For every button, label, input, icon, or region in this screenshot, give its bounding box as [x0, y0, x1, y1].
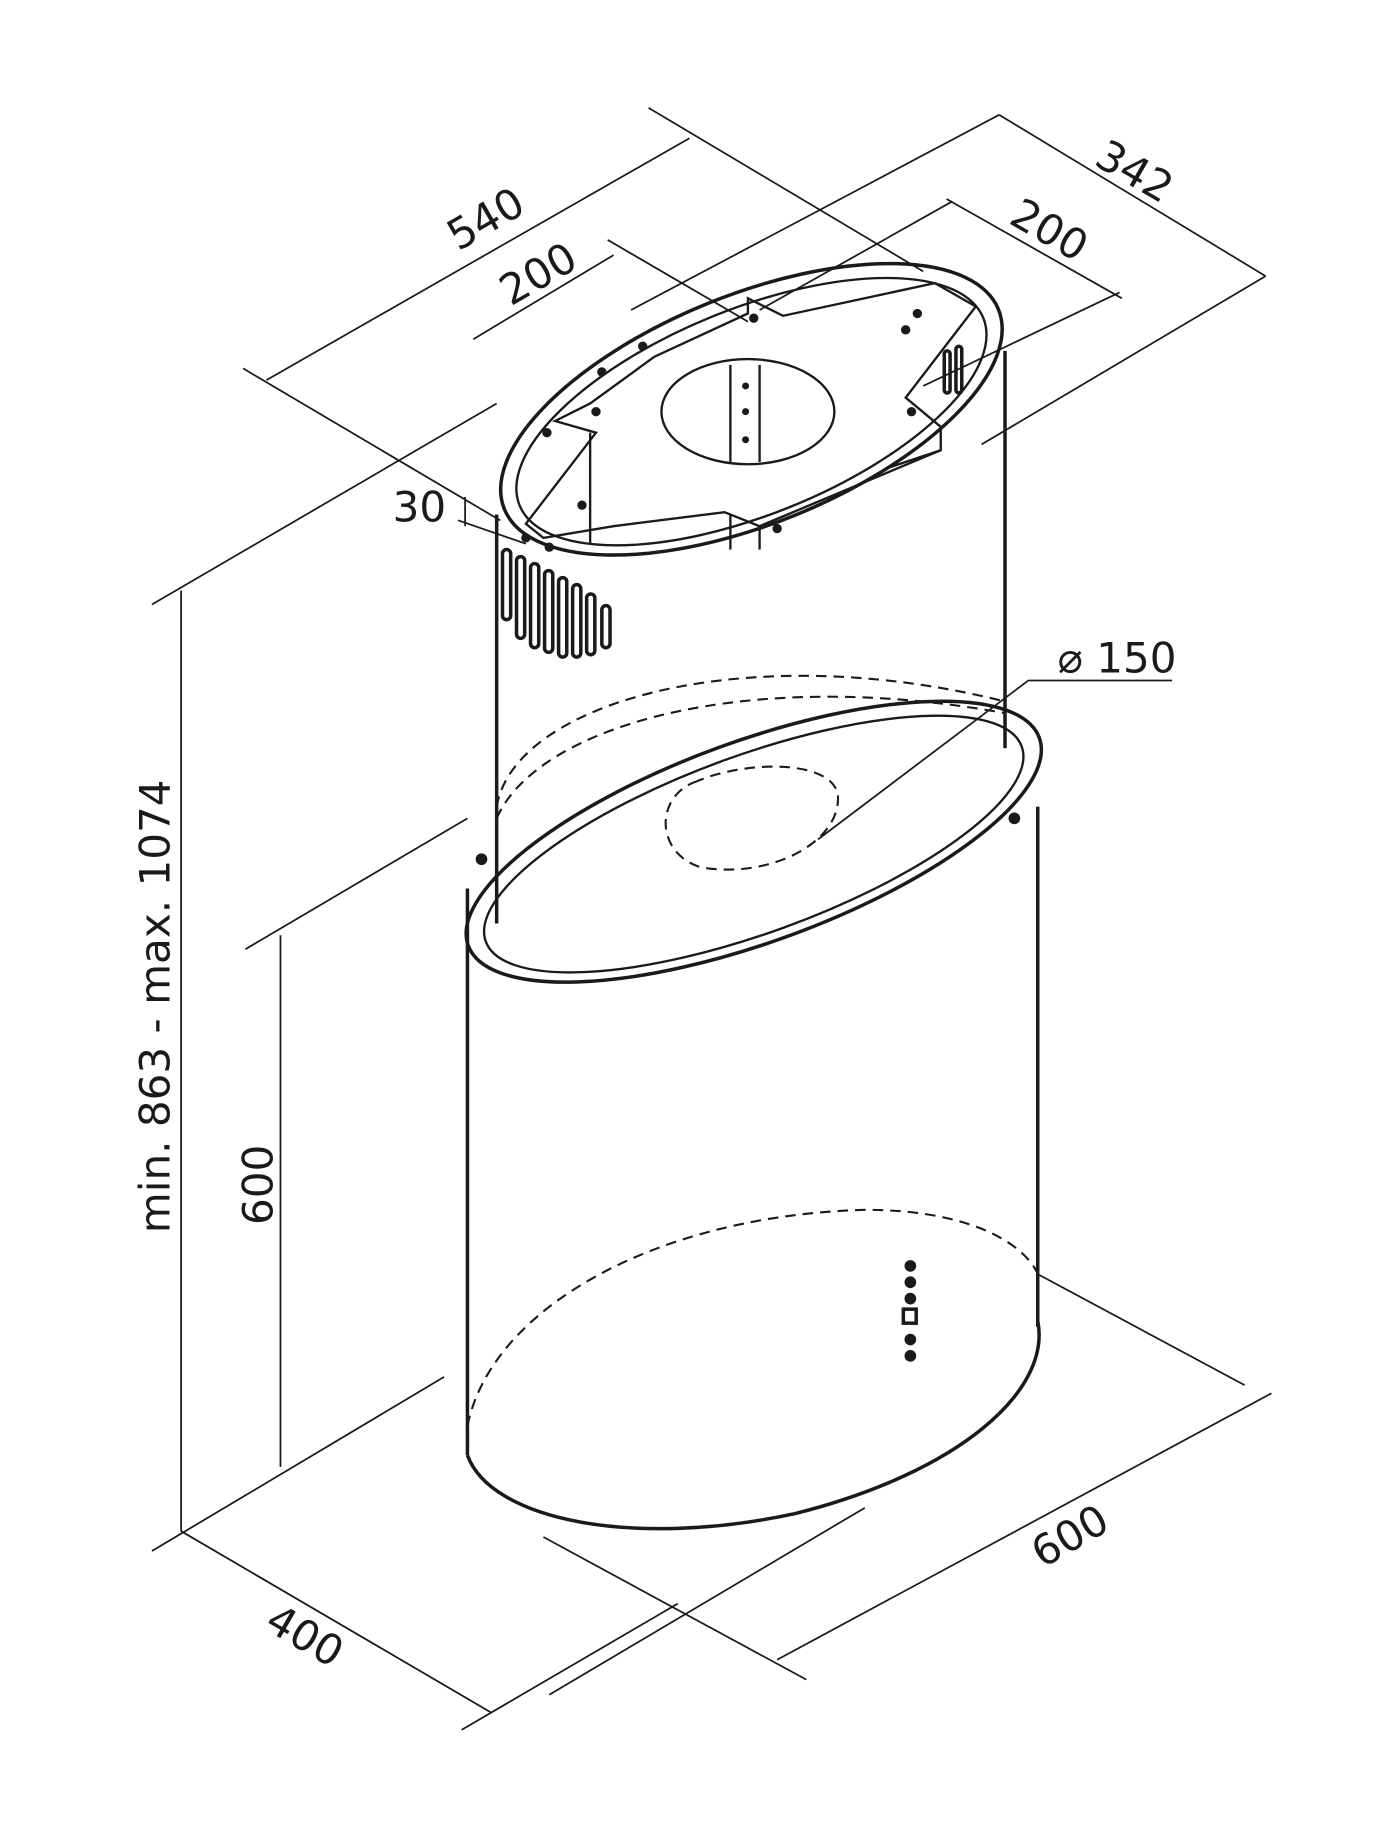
dim-body-depth: 400 [258, 1594, 352, 1677]
dim-top-depth: 342 [1088, 130, 1182, 213]
dim-top-right-spacing: 200 [1002, 189, 1096, 272]
dim-top-left-spacing: 200 [491, 233, 585, 316]
dim-top-length: 540 [439, 178, 533, 261]
dimension-labels: 540 200 342 200 30 ⌀ 150 min. 863 - max.… [130, 130, 1181, 1677]
dim-body-width: 600 [1023, 1495, 1117, 1578]
dimension-lines [151, 107, 1272, 1731]
dim-body-height: 600 [233, 1145, 282, 1225]
dim-bracket-offset: 30 [393, 483, 447, 532]
dim-total-height: min. 863 - max. 1074 [130, 779, 179, 1233]
dim-duct-diameter: ⌀ 150 [1058, 633, 1177, 682]
control-panel [901, 1260, 918, 1362]
vent-slots [500, 344, 964, 659]
mounting-bracket [521, 281, 978, 552]
hood-body [464, 699, 1044, 1531]
upper-chimney [494, 261, 1007, 924]
